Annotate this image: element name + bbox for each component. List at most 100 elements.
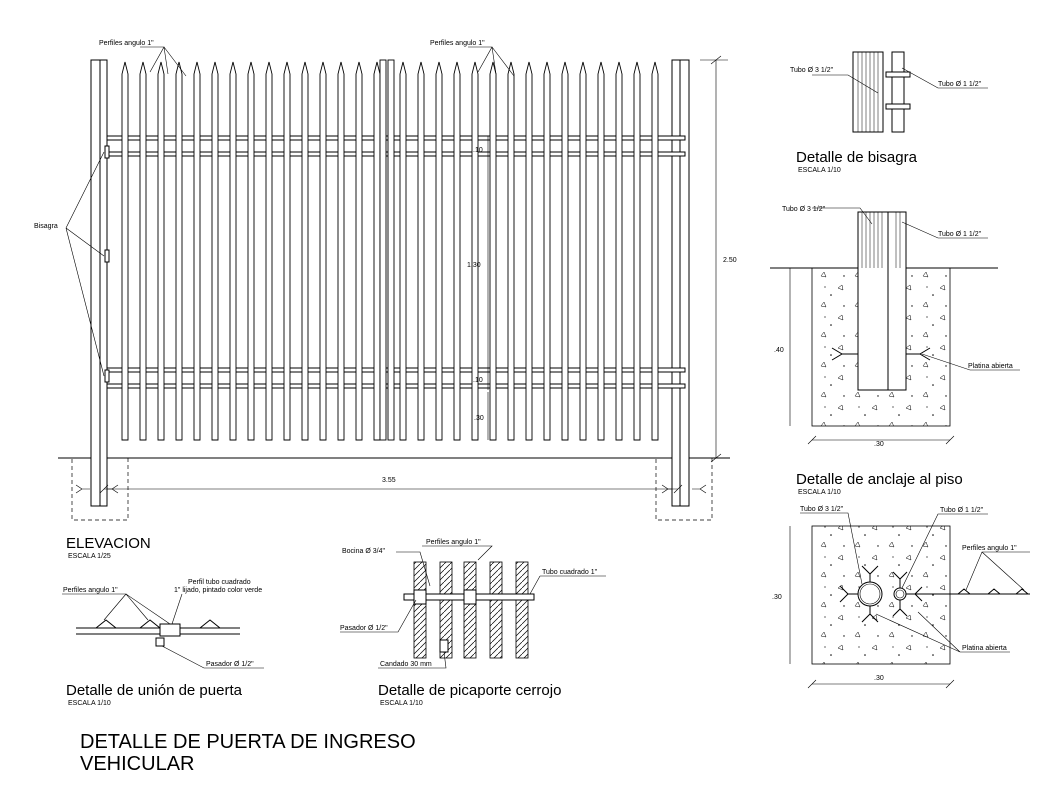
latch-detail: Bocina Ø 3/4" Perfiles angulo 1" Tubo cu… bbox=[340, 539, 606, 707]
perfiles-leader-left bbox=[140, 46, 187, 77]
hinge-3 bbox=[104, 369, 110, 383]
anchor-label-platina: Platina abierta bbox=[968, 363, 1013, 370]
hinge-label-tubo1: Tubo Ø 1 1/2" bbox=[938, 81, 982, 88]
latch-bars bbox=[413, 561, 529, 659]
left-post-inner bbox=[99, 59, 108, 507]
picket-4 bbox=[175, 61, 183, 441]
anchor-left bbox=[75, 484, 119, 494]
right-post-outer bbox=[679, 59, 690, 507]
anchor-label-tubo3: Tubo Ø 3 1/2" bbox=[782, 206, 826, 213]
plan-label-tubo3: Tubo Ø 3 1/2" bbox=[800, 506, 844, 513]
left-post-outer bbox=[90, 59, 101, 507]
picket-6 bbox=[211, 61, 219, 441]
joint-pin bbox=[155, 637, 165, 647]
dim-ticks-250 bbox=[710, 55, 722, 463]
bisagra-leaders bbox=[65, 151, 105, 377]
plan-leader-platina bbox=[875, 611, 1010, 653]
dim-130: 1.30 bbox=[467, 262, 481, 269]
latch-bar-2 bbox=[439, 561, 453, 659]
latch-bar-3 bbox=[463, 561, 477, 659]
joint-leader-pasador bbox=[161, 645, 264, 669]
joint-detail: Perfiles angulo 1" Perfil tubo cuadrado … bbox=[62, 579, 264, 707]
plan-dim-030-vertical: .30 bbox=[772, 594, 782, 601]
hinge-knuckle-bottom bbox=[885, 103, 911, 110]
picket-3 bbox=[157, 61, 165, 441]
dim-010-top: .10 bbox=[473, 147, 483, 154]
anchor-leader-tubo3 bbox=[812, 207, 873, 225]
latch-label-bocina: Bocina Ø 3/4" bbox=[342, 548, 385, 555]
picket-15 bbox=[373, 61, 381, 441]
picket-11 bbox=[301, 61, 309, 441]
picket-18 bbox=[435, 61, 443, 441]
dim-355: 3.55 bbox=[382, 477, 396, 484]
anchor-label-tubo1: Tubo Ø 1 1/2" bbox=[938, 231, 982, 238]
picket-24 bbox=[543, 61, 551, 441]
anchor-dim-030: .30 bbox=[874, 441, 884, 448]
latch-bar-1 bbox=[413, 561, 427, 659]
anchor-dim-ticks bbox=[807, 435, 955, 445]
joint-angle-profiles bbox=[95, 619, 221, 629]
anchor-dim-040: .40 bbox=[774, 347, 784, 354]
picket-8 bbox=[247, 61, 255, 441]
center-stile-left bbox=[379, 59, 387, 441]
latch-label-perfiles: Perfiles angulo 1" bbox=[426, 539, 481, 546]
anchor-detail: Tubo Ø 3 1/2" Tubo Ø 1 1/2" Platina abie… bbox=[770, 206, 1020, 496]
plan-tube-small-inner bbox=[895, 589, 905, 599]
picket-7 bbox=[229, 61, 237, 441]
scale-bisagra: ESCALA 1/10 bbox=[798, 167, 841, 174]
picket-9 bbox=[265, 61, 273, 441]
picket-21 bbox=[489, 61, 497, 441]
picket-30 bbox=[651, 61, 659, 441]
plan-detail: Tubo Ø 3 1/2" Tubo Ø 1 1/2" Perfiles ang… bbox=[772, 506, 1030, 689]
main-title-line-1: DETALLE DE PUERTA DE INGRESO bbox=[80, 731, 416, 753]
hinge-label-tubo3: Tubo Ø 3 1/2" bbox=[790, 67, 834, 74]
joint-leader-perfiles bbox=[62, 593, 171, 625]
plan-label-tubo1: Tubo Ø 1 1/2" bbox=[940, 507, 984, 514]
latch-sleeve-1 bbox=[413, 589, 427, 605]
latch-leader-pasador bbox=[340, 599, 417, 633]
hinge-detail: Tubo Ø 3 1/2" Tubo Ø 1 1/2" Detalle de b… bbox=[790, 51, 988, 174]
label-perfiles-left: Perfiles angulo 1" bbox=[99, 40, 154, 47]
picket-group bbox=[121, 59, 659, 441]
hinge-2 bbox=[104, 249, 110, 263]
picket-16 bbox=[399, 61, 407, 441]
title-union: Detalle de unión de puerta bbox=[66, 682, 243, 699]
latch-leader-candado bbox=[378, 651, 447, 669]
center-stile-right bbox=[387, 59, 395, 441]
latch-label-pasador: Pasador Ø 1/2" bbox=[340, 625, 388, 632]
anchor-post-big bbox=[857, 211, 889, 391]
rail-top-1 bbox=[106, 135, 686, 141]
plan-leader-tubo3 bbox=[800, 512, 863, 585]
main-title-line-2: VEHICULAR bbox=[80, 753, 194, 775]
latch-sleeve-2 bbox=[463, 589, 477, 605]
label-perfiles-right: Perfiles angulo 1" bbox=[430, 40, 485, 47]
hinge-leader-right bbox=[901, 67, 988, 89]
joint-label-perfiles: Perfiles angulo 1" bbox=[63, 587, 118, 594]
picket-29 bbox=[633, 61, 641, 441]
joint-square-tube bbox=[159, 623, 181, 637]
plan-angle-profiles bbox=[957, 588, 1029, 595]
label-bisagra: Bisagra bbox=[34, 223, 58, 230]
latch-bar-5 bbox=[515, 561, 529, 659]
plan-plates-small bbox=[892, 571, 923, 617]
hinge-1 bbox=[104, 145, 110, 159]
title-picaporte: Detalle de picaporte cerrojo bbox=[378, 682, 561, 699]
plan-leader-perfiles bbox=[965, 551, 1030, 591]
picket-26 bbox=[579, 61, 587, 441]
picket-28 bbox=[615, 61, 623, 441]
anchor-post-lines bbox=[861, 212, 901, 268]
anchor-post-small bbox=[887, 211, 907, 391]
picket-1 bbox=[121, 61, 129, 441]
anchor-plate-right bbox=[906, 347, 931, 361]
scale-picaporte: ESCALA 1/10 bbox=[380, 700, 423, 707]
hinge-tube-small bbox=[891, 51, 905, 133]
picket-12 bbox=[319, 61, 327, 441]
dim-030: .30 bbox=[474, 415, 484, 422]
picket-22 bbox=[507, 61, 515, 441]
anchor-leader-platina bbox=[921, 353, 1020, 371]
latch-bar-4 bbox=[489, 561, 503, 659]
joint-label-perfil-2: 1" lijado, pintado color verde bbox=[174, 587, 262, 594]
plan-dim-ticks bbox=[807, 679, 955, 689]
latch-label-candado: Candado 30 mm bbox=[380, 661, 432, 668]
picket-27 bbox=[597, 61, 605, 441]
